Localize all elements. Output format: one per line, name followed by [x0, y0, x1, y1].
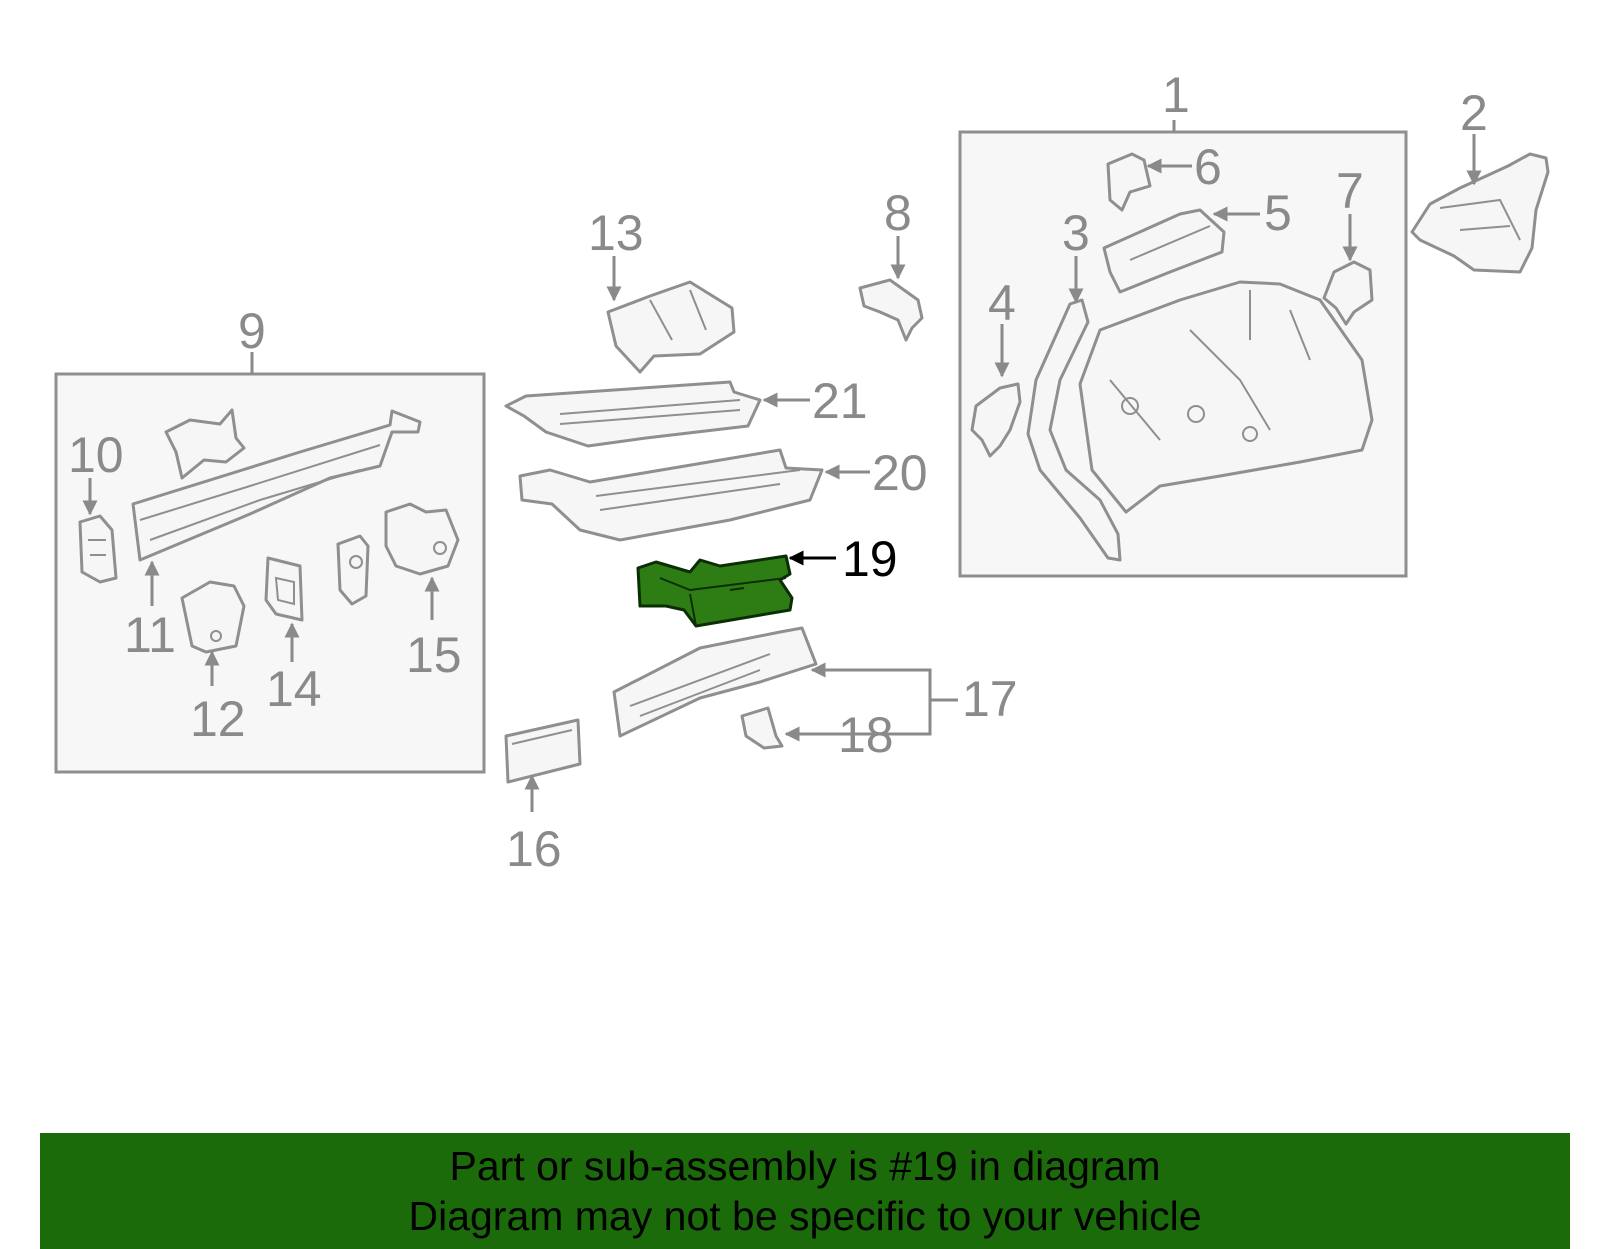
part-6-clip[interactable]: [1106, 152, 1152, 212]
part-16-pad[interactable]: [504, 718, 582, 784]
callout-18: 18: [838, 707, 894, 763]
callout-6: 6: [1194, 139, 1222, 195]
callout-14: 14: [266, 661, 322, 717]
banner-line-disclaimer: Diagram may not be specific to your vehi…: [408, 1193, 1202, 1239]
part-10-bracket[interactable]: [78, 514, 118, 584]
callout-10: 10: [68, 427, 124, 483]
callout-16: 16: [506, 821, 562, 877]
callout-7: 7: [1336, 163, 1364, 219]
banner-line-part: Part or sub-assembly is #19 in diagram: [449, 1143, 1161, 1189]
part-5-reinforcement[interactable]: [1102, 208, 1226, 294]
part-2-panel[interactable]: [1410, 152, 1550, 274]
callout-11: 11: [124, 607, 176, 663]
info-banner: Part or sub-assembly is #19 in diagram D…: [40, 1133, 1570, 1249]
part-17-extension[interactable]: [612, 626, 818, 738]
callout-12: 12: [190, 691, 246, 747]
callout-4: 4: [988, 275, 1016, 331]
callout-3: 3: [1062, 205, 1090, 261]
callout-15: 15: [406, 627, 462, 683]
part-1-wheel-house[interactable]: [1078, 280, 1374, 514]
callout-2: 2: [1460, 85, 1488, 141]
part-9-upper-bracket[interactable]: [164, 408, 246, 480]
part-18-bracket[interactable]: [740, 706, 784, 750]
callout-5: 5: [1264, 185, 1292, 241]
part-12-mount[interactable]: [180, 580, 246, 654]
part-9-small-bracket[interactable]: [336, 534, 370, 606]
callout-21: 21: [812, 373, 868, 429]
part-13-bracket[interactable]: [606, 280, 736, 374]
part-20-rocker-inner[interactable]: [518, 448, 824, 542]
callout-20: 20: [872, 445, 928, 501]
callout-13: 13: [588, 205, 644, 261]
part-19-highlighted[interactable]: [636, 554, 794, 628]
callout-1: 1: [1162, 67, 1190, 123]
part-14-plate[interactable]: [264, 556, 304, 622]
part-11-frame-rail[interactable]: [131, 409, 422, 562]
callout-8: 8: [884, 185, 912, 241]
callout-9: 9: [238, 303, 266, 359]
part-3-pillar[interactable]: [1026, 298, 1122, 562]
part-15-bracket[interactable]: [384, 502, 460, 576]
part-4-bracket[interactable]: [970, 382, 1022, 458]
part-7-bracket[interactable]: [1322, 260, 1374, 326]
part-8-bracket[interactable]: [858, 278, 924, 342]
callout-17: 17: [962, 671, 1018, 727]
part-21-rocker[interactable]: [504, 380, 762, 448]
callout-19: 19: [842, 531, 898, 587]
